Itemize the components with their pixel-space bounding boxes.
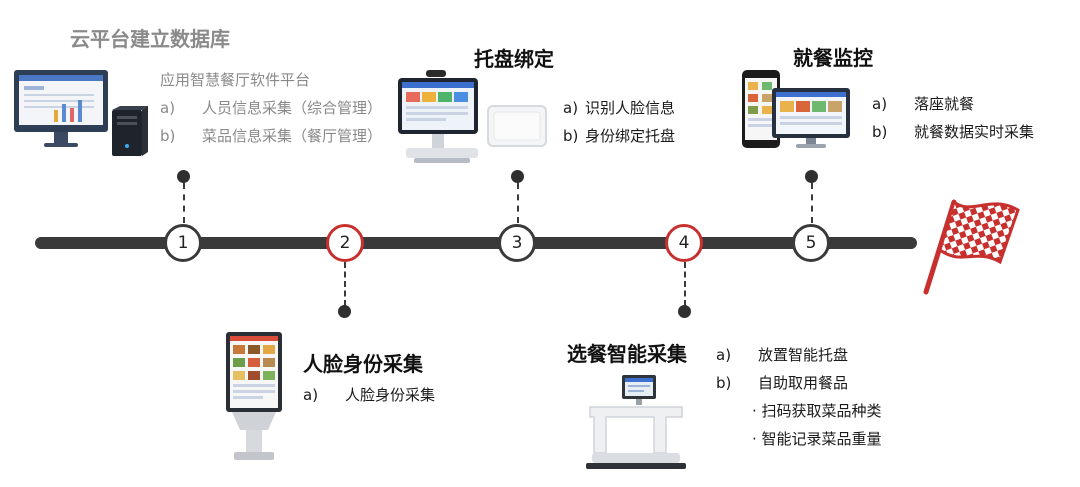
step3-item-a-text: 识别人脸信息 bbox=[585, 99, 676, 117]
step5-item-a-label: a) bbox=[872, 95, 888, 113]
step4-title: 选餐智能采集 bbox=[567, 342, 687, 366]
step2-title: 人脸身份采集 bbox=[303, 352, 423, 376]
step4-item-b: b) 自助取用餐品 bbox=[716, 369, 882, 397]
step3-item-b: b) 身份绑定托盘 bbox=[563, 122, 675, 150]
step1-node: 1 bbox=[164, 224, 202, 262]
step1-connector-line bbox=[183, 183, 185, 223]
step5-item-b-text: 就餐数据实时采集 bbox=[914, 123, 1035, 141]
step3-title: 托盘绑定 bbox=[474, 47, 554, 71]
step2-item-a: a) 人脸身份采集 bbox=[303, 381, 435, 409]
step4-details: a) 放置智能托盘 b) 自助取用餐品 · 扫码获取菜品种类 · 智能记录菜品重量 bbox=[716, 341, 882, 453]
phone-icon bbox=[742, 70, 780, 148]
step5-node: 5 bbox=[792, 224, 830, 262]
step1-item-a: a) 人员信息采集（综合管理） bbox=[160, 94, 382, 122]
step1-item-a-label: a) bbox=[160, 99, 176, 117]
step5-details: a) 落座就餐 b) 就餐数据实时采集 bbox=[872, 90, 1034, 146]
step1-item-b-text: 菜品信息采集（餐厅管理） bbox=[202, 127, 383, 145]
step1-details: 应用智慧餐厅软件平台 a) 人员信息采集（综合管理） b) 菜品信息采集（餐厅管理） bbox=[160, 66, 382, 150]
step3-item-b-text: 身份绑定托盘 bbox=[585, 127, 676, 145]
step1-platform: 应用智慧餐厅软件平台 bbox=[160, 71, 311, 89]
step3-connector-dot bbox=[511, 170, 524, 183]
step4-item-a: a) 放置智能托盘 bbox=[716, 341, 882, 369]
step4-node: 4 bbox=[665, 224, 703, 262]
step3-item-b-label: b) bbox=[563, 127, 579, 145]
step4-connector-dot bbox=[678, 305, 691, 318]
step5-title: 就餐监控 bbox=[793, 46, 873, 70]
step2-node: 2 bbox=[326, 224, 364, 262]
step2-connector-dot bbox=[338, 305, 351, 318]
step1-item-b: b) 菜品信息采集（餐厅管理） bbox=[160, 122, 382, 150]
pos-terminal-icon bbox=[398, 70, 478, 163]
step5-connector-dot bbox=[805, 170, 818, 183]
step4-subitem-2: · 智能记录菜品重量 bbox=[752, 430, 882, 448]
tray-icon bbox=[487, 105, 547, 147]
step4-item-a-text: 放置智能托盘 bbox=[758, 346, 849, 364]
step5-item-a-text: 落座就餐 bbox=[914, 95, 975, 113]
step1-connector-dot bbox=[177, 170, 190, 183]
smart-scale-station-icon bbox=[586, 375, 686, 469]
step1-item-b-label: b) bbox=[160, 127, 176, 145]
step3-details: a) 识别人脸信息 b) 身份绑定托盘 bbox=[563, 94, 675, 150]
step4-item-b-label: b) bbox=[716, 374, 732, 392]
step4-subitem-1: · 扫码获取菜品种类 bbox=[752, 402, 882, 420]
step3-connector-line bbox=[517, 183, 519, 223]
step2-item-a-label: a) bbox=[303, 386, 319, 404]
step2-item-a-text: 人脸身份采集 bbox=[345, 386, 436, 404]
step1-item-a-text: 人员信息采集（综合管理） bbox=[202, 99, 383, 117]
step5-item-b: b) 就餐数据实时采集 bbox=[872, 118, 1034, 146]
step2-connector-line bbox=[344, 262, 346, 306]
step4-item-b-text: 自助取用餐品 bbox=[758, 374, 849, 392]
step5-item-a: a) 落座就餐 bbox=[872, 90, 1034, 118]
checkered-flag-icon bbox=[923, 199, 1020, 295]
desktop-monitor-icon bbox=[14, 70, 108, 147]
step3-item-a-label: a) bbox=[563, 99, 579, 117]
step3-item-a: a) 识别人脸信息 bbox=[563, 94, 675, 122]
step4-item-a-label: a) bbox=[716, 346, 732, 364]
step5-item-b-label: b) bbox=[872, 123, 888, 141]
step1-title: 云平台建立数据库 bbox=[70, 27, 230, 51]
monitor-icon bbox=[772, 88, 850, 148]
step1-illustration bbox=[14, 70, 154, 160]
kiosk-terminal-icon bbox=[226, 332, 282, 460]
server-tower-icon bbox=[112, 106, 148, 156]
step3-node: 3 bbox=[498, 224, 536, 262]
step5-connector-line bbox=[811, 183, 813, 223]
step2-details: a) 人脸身份采集 bbox=[303, 381, 435, 409]
step4-connector-line bbox=[684, 262, 686, 306]
